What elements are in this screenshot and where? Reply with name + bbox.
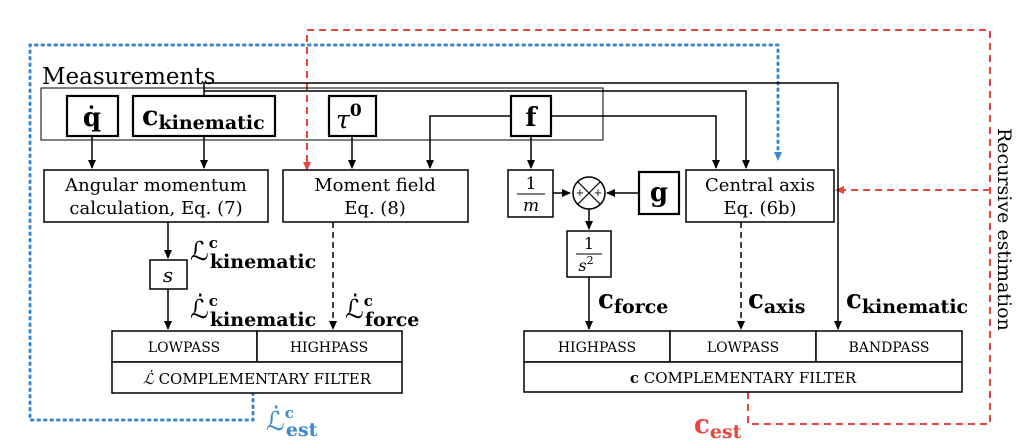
c-filter-lowpass-cell — [669, 330, 817, 363]
moment-field-line1: Moment field — [314, 175, 435, 196]
label-c-force: cforce — [598, 285, 668, 318]
wire-f-to-moment — [426, 115, 511, 169]
red-feedback-loop — [303, 29, 991, 425]
central-axis-line2: Eq. (6b) — [723, 198, 796, 219]
qdot-label: q̇ — [83, 103, 101, 133]
c-filter-lowpass: LOWPASS — [707, 340, 779, 356]
L-filter-title: ℒ̇ COMPLEMENTARY FILTER — [143, 369, 372, 388]
measurements-frame — [40, 87, 604, 141]
label-c-axis: caxis — [748, 285, 805, 318]
measurements-label: Measurements — [42, 64, 215, 90]
inv-s2-den: s2 — [578, 254, 593, 275]
inv-s2-num: 1 — [584, 234, 594, 253]
s-block — [149, 259, 188, 290]
recursive-estimation-label: Recursive estimation — [993, 128, 1015, 331]
c-filter-bandpass-cell — [815, 330, 963, 363]
label-c-kinematic: ckinematic — [846, 285, 968, 318]
summing-cross-2 — [577, 181, 601, 205]
moment-field-block — [282, 169, 469, 223]
sum-plus-right: + — [594, 188, 602, 199]
g-label: g — [650, 178, 668, 208]
f-label: f — [525, 103, 538, 133]
inv-m-den: m — [523, 196, 539, 216]
moment-field-line2: Eq. (8) — [344, 198, 406, 219]
central-axis-block — [685, 169, 835, 223]
L-filter-title-cell — [111, 361, 403, 394]
wire-f-to-axis — [551, 115, 720, 169]
tau0-label: τ0 — [336, 101, 362, 134]
inv-m-num: 1 — [526, 174, 537, 194]
wire-ckin-bypass — [203, 82, 842, 330]
c-kinematic-input-label: ckinematic — [142, 101, 265, 134]
angular-momentum-block — [43, 169, 269, 223]
central-axis-line1: Central axis — [705, 175, 815, 196]
L-filter-highpass-cell — [256, 330, 403, 363]
c-filter-highpass: HIGHPASS — [558, 340, 636, 356]
angular-momentum-line1: Angular momentum — [64, 175, 247, 196]
L-filter-lowpass-cell — [111, 330, 258, 363]
s-label: s — [163, 263, 173, 287]
wire-ckin-to-axis — [204, 90, 750, 169]
label-c-est: cest — [694, 410, 742, 443]
blue-feedback-loop — [28, 43, 782, 422]
qdot-input-box — [65, 94, 120, 138]
angular-momentum-line2: calculation, Eq. (7) — [69, 198, 242, 219]
c-filter-title-cell — [523, 361, 963, 393]
c-filter-title: c COMPLEMENTARY FILTER — [630, 369, 857, 387]
L-filter-highpass: HIGHPASS — [290, 340, 368, 356]
sum-plus-left: + — [576, 188, 584, 199]
L-filter-lowpass: LOWPASS — [148, 340, 220, 356]
c-filter-bandpass: BANDPASS — [848, 340, 929, 356]
